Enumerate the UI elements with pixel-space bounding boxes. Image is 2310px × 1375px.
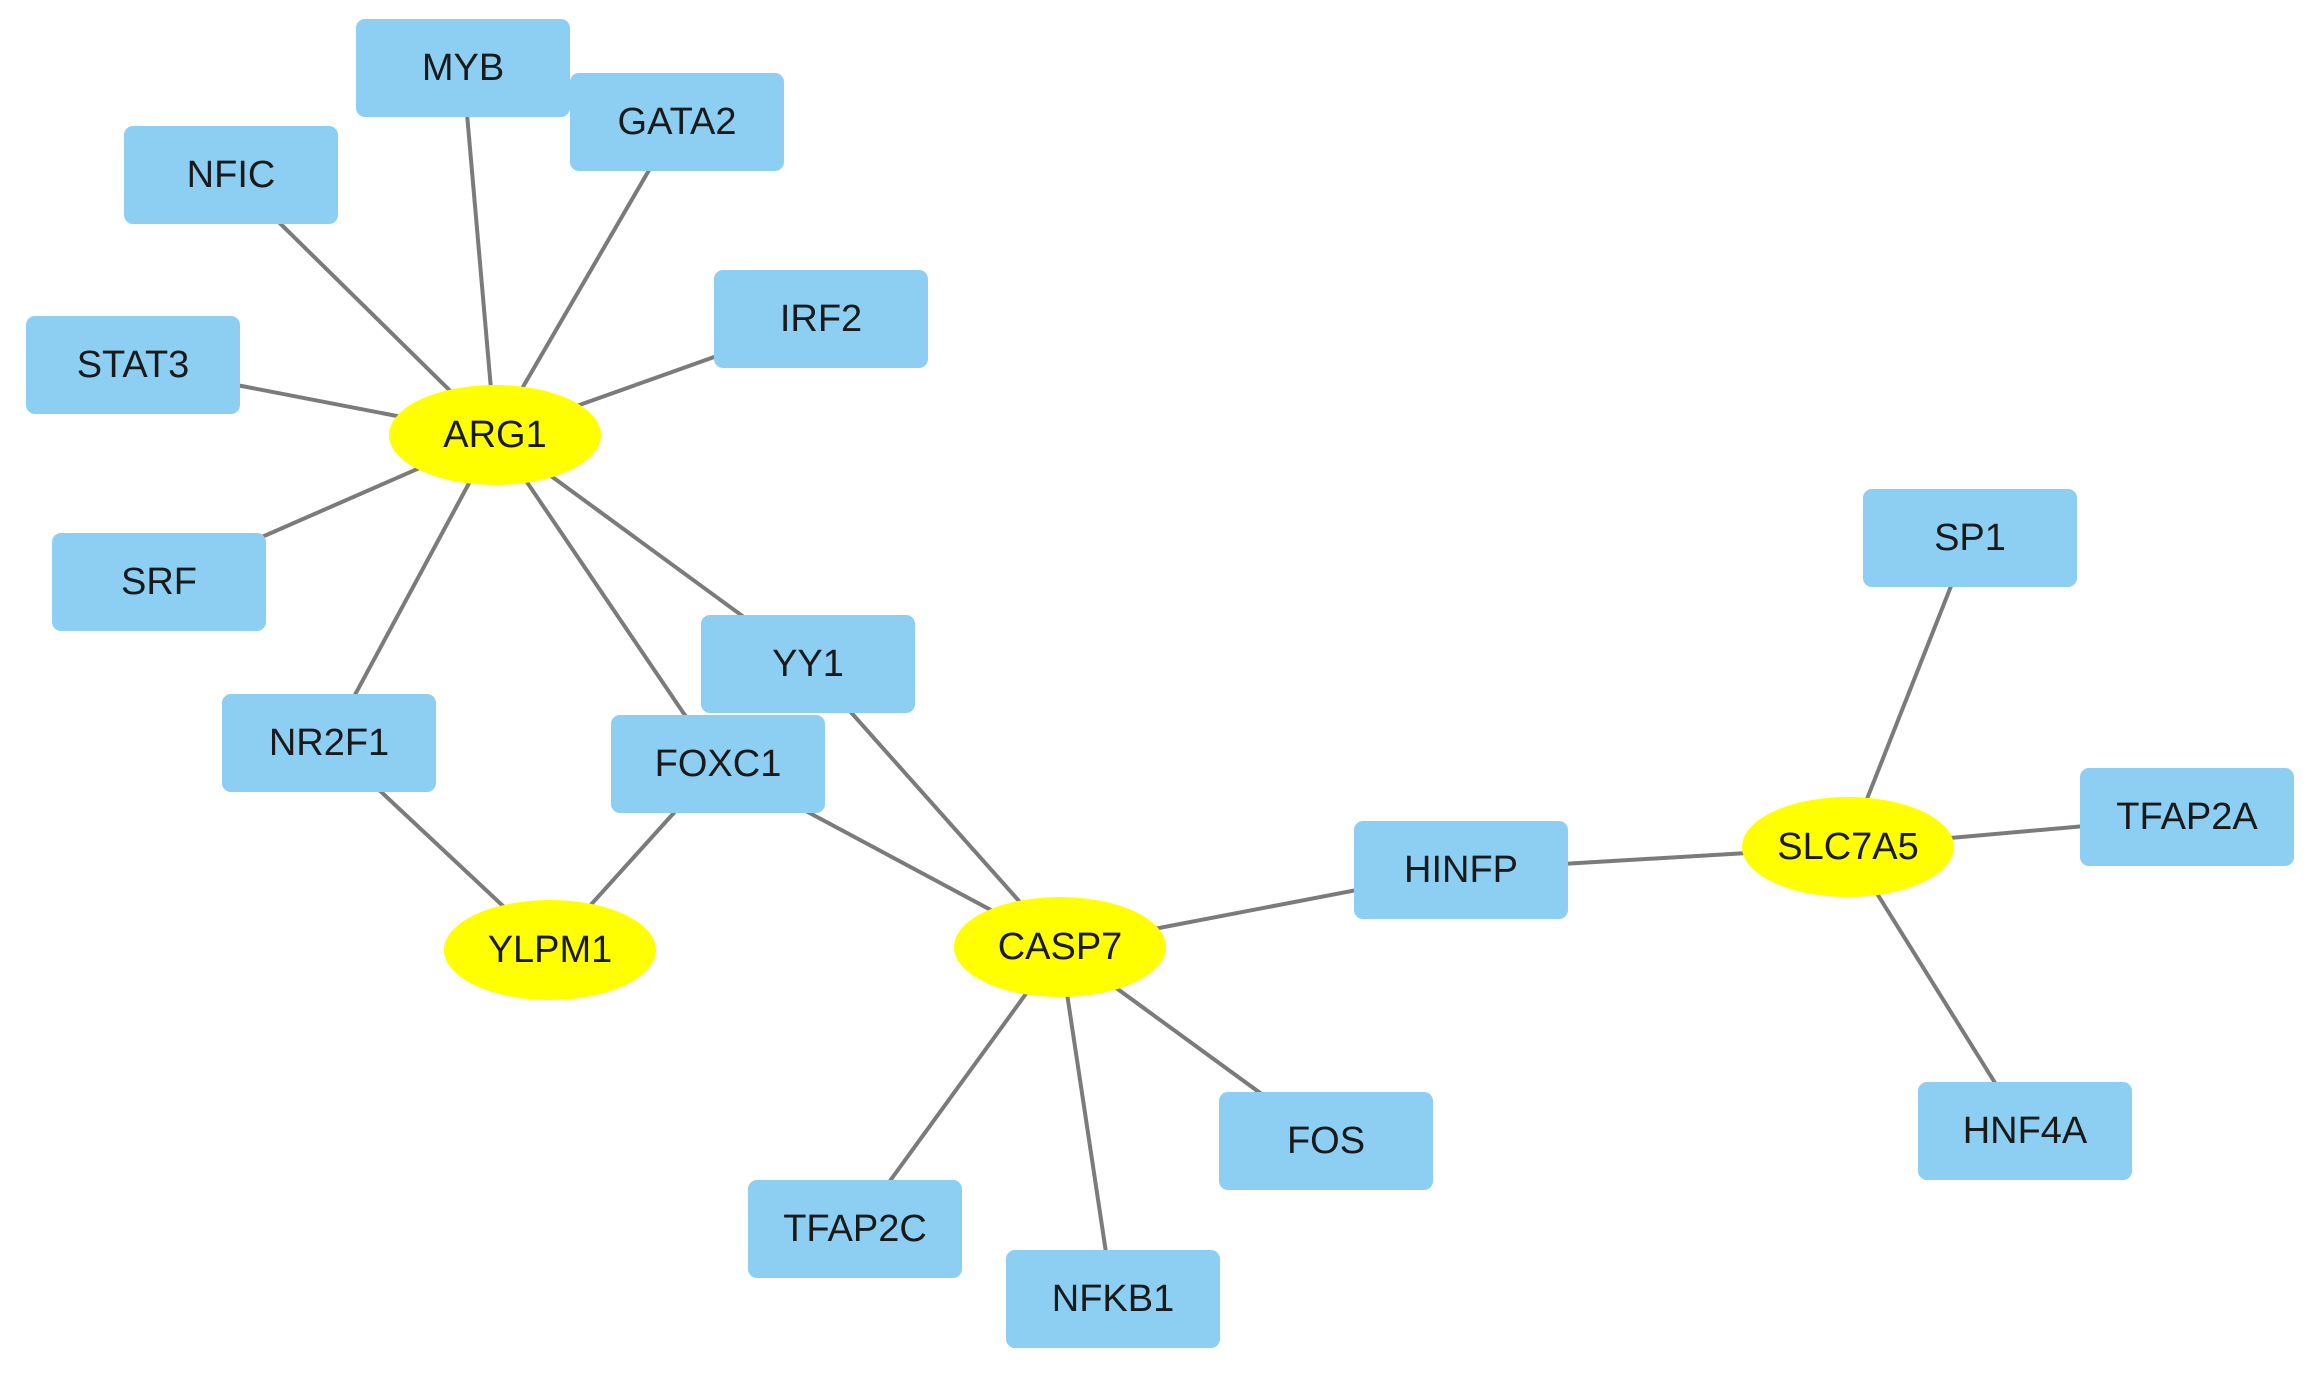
tf-node-hnf4a[interactable]: HNF4A	[1918, 1082, 2132, 1180]
tf-node-stat3[interactable]: STAT3	[26, 316, 240, 414]
tf-node-shape	[1354, 821, 1568, 919]
tf-node-shape	[124, 126, 338, 224]
tf-node-nr2f1[interactable]: NR2F1	[222, 694, 436, 792]
gene-node-label: SLC7A5	[1777, 826, 1919, 868]
tf-node-label: FOXC1	[655, 743, 782, 785]
tf-node-srf[interactable]: SRF	[52, 533, 266, 631]
tf-node-tfap2a[interactable]: TFAP2A	[2080, 768, 2294, 866]
edge-arg1-myb	[461, 67, 497, 436]
edge-arg1-nr2f1	[327, 434, 497, 744]
gene-node-label: ARG1	[443, 414, 546, 456]
tf-node-myb[interactable]: MYB	[356, 19, 570, 117]
tf-node-sp1[interactable]: SP1	[1863, 489, 2077, 587]
gene-node-slc7a5[interactable]: SLC7A5	[1742, 797, 1954, 897]
tf-node-nfic[interactable]: NFIC	[124, 126, 338, 224]
tf-node-label: NFIC	[187, 154, 276, 196]
tf-node-label: NR2F1	[269, 722, 389, 764]
tf-node-yy1[interactable]: YY1	[701, 615, 915, 713]
tf-node-label: HINFP	[1404, 849, 1518, 891]
tf-node-label: TFAP2A	[2116, 796, 2258, 838]
gene-node-casp7[interactable]: CASP7	[954, 897, 1166, 997]
tf-node-shape	[570, 73, 784, 171]
edge-slc7a5-sp1	[1846, 537, 1972, 848]
tf-node-label: FOS	[1287, 1120, 1365, 1162]
tf-node-label: NFKB1	[1052, 1278, 1174, 1320]
tf-node-foxc1[interactable]: FOXC1	[611, 715, 825, 813]
gene-node-arg1[interactable]: ARG1	[389, 385, 601, 485]
edge-arg1-gata2	[493, 120, 679, 437]
tf-node-shape	[26, 316, 240, 414]
tf-node-gata2[interactable]: GATA2	[570, 73, 784, 171]
tf-node-shape	[748, 1180, 962, 1278]
tf-node-label: IRF2	[780, 298, 862, 340]
gene-node-shape	[389, 385, 601, 485]
tf-node-shape	[1918, 1082, 2132, 1180]
tf-node-shape	[356, 19, 570, 117]
gene-node-shape	[1742, 797, 1954, 897]
edge-casp7-nfkb1	[1058, 946, 1115, 1300]
tf-node-nfkb1[interactable]: NFKB1	[1006, 1250, 1220, 1348]
tf-node-shape	[1863, 489, 2077, 587]
gene-node-label: YLPM1	[488, 929, 613, 971]
tf-node-shape	[222, 694, 436, 792]
tf-node-shape	[52, 533, 266, 631]
tf-node-label: SP1	[1934, 517, 2006, 559]
tf-node-irf2[interactable]: IRF2	[714, 270, 928, 368]
tf-node-shape	[2080, 768, 2294, 866]
tf-node-shape	[701, 615, 915, 713]
edge-arg1-foxc1	[493, 433, 720, 766]
tf-node-shape	[714, 270, 928, 368]
tf-node-label: TFAP2C	[783, 1208, 927, 1250]
tf-node-label: YY1	[772, 643, 844, 685]
tf-node-hinfp[interactable]: HINFP	[1354, 821, 1568, 919]
tf-node-shape	[1219, 1092, 1433, 1190]
gene-node-label: CASP7	[998, 926, 1123, 968]
tf-node-shape	[611, 715, 825, 813]
tf-node-label: STAT3	[77, 344, 190, 386]
tf-node-label: GATA2	[618, 101, 737, 143]
gene-node-ylpm1[interactable]: YLPM1	[444, 900, 656, 1000]
gene-node-shape	[444, 900, 656, 1000]
gene-node-shape	[954, 897, 1166, 997]
tf-node-label: HNF4A	[1963, 1110, 2088, 1152]
edges-layer	[132, 67, 2188, 1300]
tf-node-tfap2c[interactable]: TFAP2C	[748, 1180, 962, 1278]
tf-node-label: MYB	[422, 47, 504, 89]
tf-node-label: SRF	[121, 561, 197, 603]
tf-node-shape	[1006, 1250, 1220, 1348]
tf-node-fos[interactable]: FOS	[1219, 1092, 1433, 1190]
